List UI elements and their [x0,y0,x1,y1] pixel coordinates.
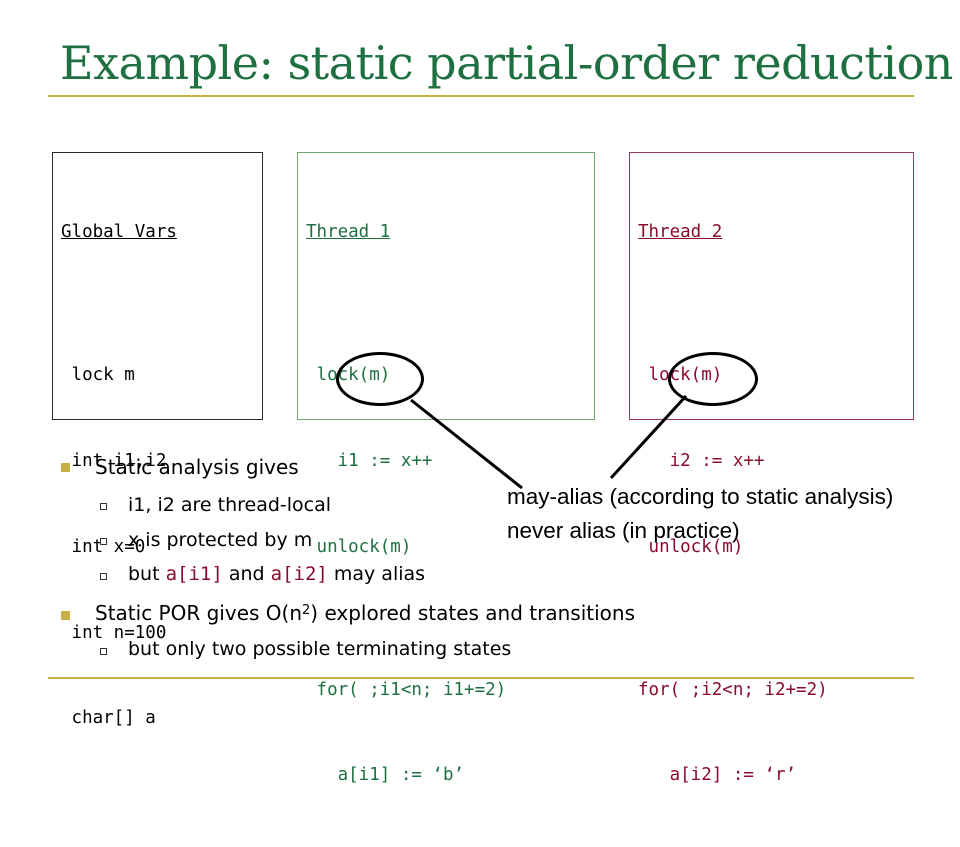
code-line: int i1,i2 [61,450,167,471]
thread1-heading: Thread 1 [306,222,391,243]
sub-bullet-protected: x is protected by m [128,529,313,551]
annotation-connectors [410,394,688,490]
alias-highlight-ellipse-thread2 [668,352,758,406]
sub-bullet-square-icon [100,503,107,510]
bullet-static-por: Static POR gives O(n2) explored states a… [95,601,635,625]
code-line: int n=100 [61,622,167,643]
bullet-static-analysis: Static analysis gives [95,455,299,479]
code-line: unlock(m) [638,536,744,557]
alias-annotation: may-alias (according to static analysis)… [507,480,893,548]
slide: Example: static partial-order reduction … [48,36,953,785]
code-line: unlock(m) [306,536,412,557]
sub-bullet-thread-local: i1, i2 are thread-local [128,494,332,516]
text-segment: Static POR gives O(n [95,601,302,625]
bullet-square-icon [61,611,70,620]
annotation-line-may-alias: may-alias (according to static analysis) [507,484,894,509]
thread2-heading: Thread 2 [638,222,723,243]
slide-title: Example: static partial-order reduction [60,36,953,90]
sub-bullet-square-icon [100,573,107,580]
text-segment: may alias [327,563,426,585]
code-line: i2 := x++ [638,450,765,471]
code-a-i1: a[i1] [165,563,223,585]
alias-highlight-ellipse-thread1 [336,352,424,406]
title-divider [48,95,914,97]
text-segment: and [222,563,271,585]
text-segment: but [128,563,166,585]
global-vars-box: Global Vars lock m int i1,i2 int x=0 int… [52,152,263,728]
code-line: a[i2] := ‘r’ [638,765,797,786]
connector-line-thread1 [410,398,523,490]
sub-bullet-may-alias: but a[i1] and a[i2] may alias [128,563,425,585]
code-line: a[i1] := ‘b’ [306,765,465,786]
sub-bullet-square-icon [100,648,107,655]
code-line: for( ;i2<n; i2+=2) [638,679,828,700]
code-line: i1 := x++ [306,450,433,471]
exponent: 2 [302,603,311,618]
code-a-i2: a[i2] [270,563,328,585]
footer-divider [48,677,914,679]
sub-bullet-terminating: but only two possible terminating states [128,638,512,660]
text-segment: ) explored states and transitions [310,601,635,625]
annotation-line-never-alias: never alias (in practice) [507,518,740,543]
code-line: lock m [61,365,135,386]
connector-line-thread2 [609,394,688,480]
code-line: for( ;i1<n; i1+=2) [306,679,507,700]
code-line: int x=0 [61,536,146,557]
global-vars-heading: Global Vars [61,222,177,243]
bullet-square-icon [61,463,70,472]
sub-bullet-square-icon [100,538,107,545]
